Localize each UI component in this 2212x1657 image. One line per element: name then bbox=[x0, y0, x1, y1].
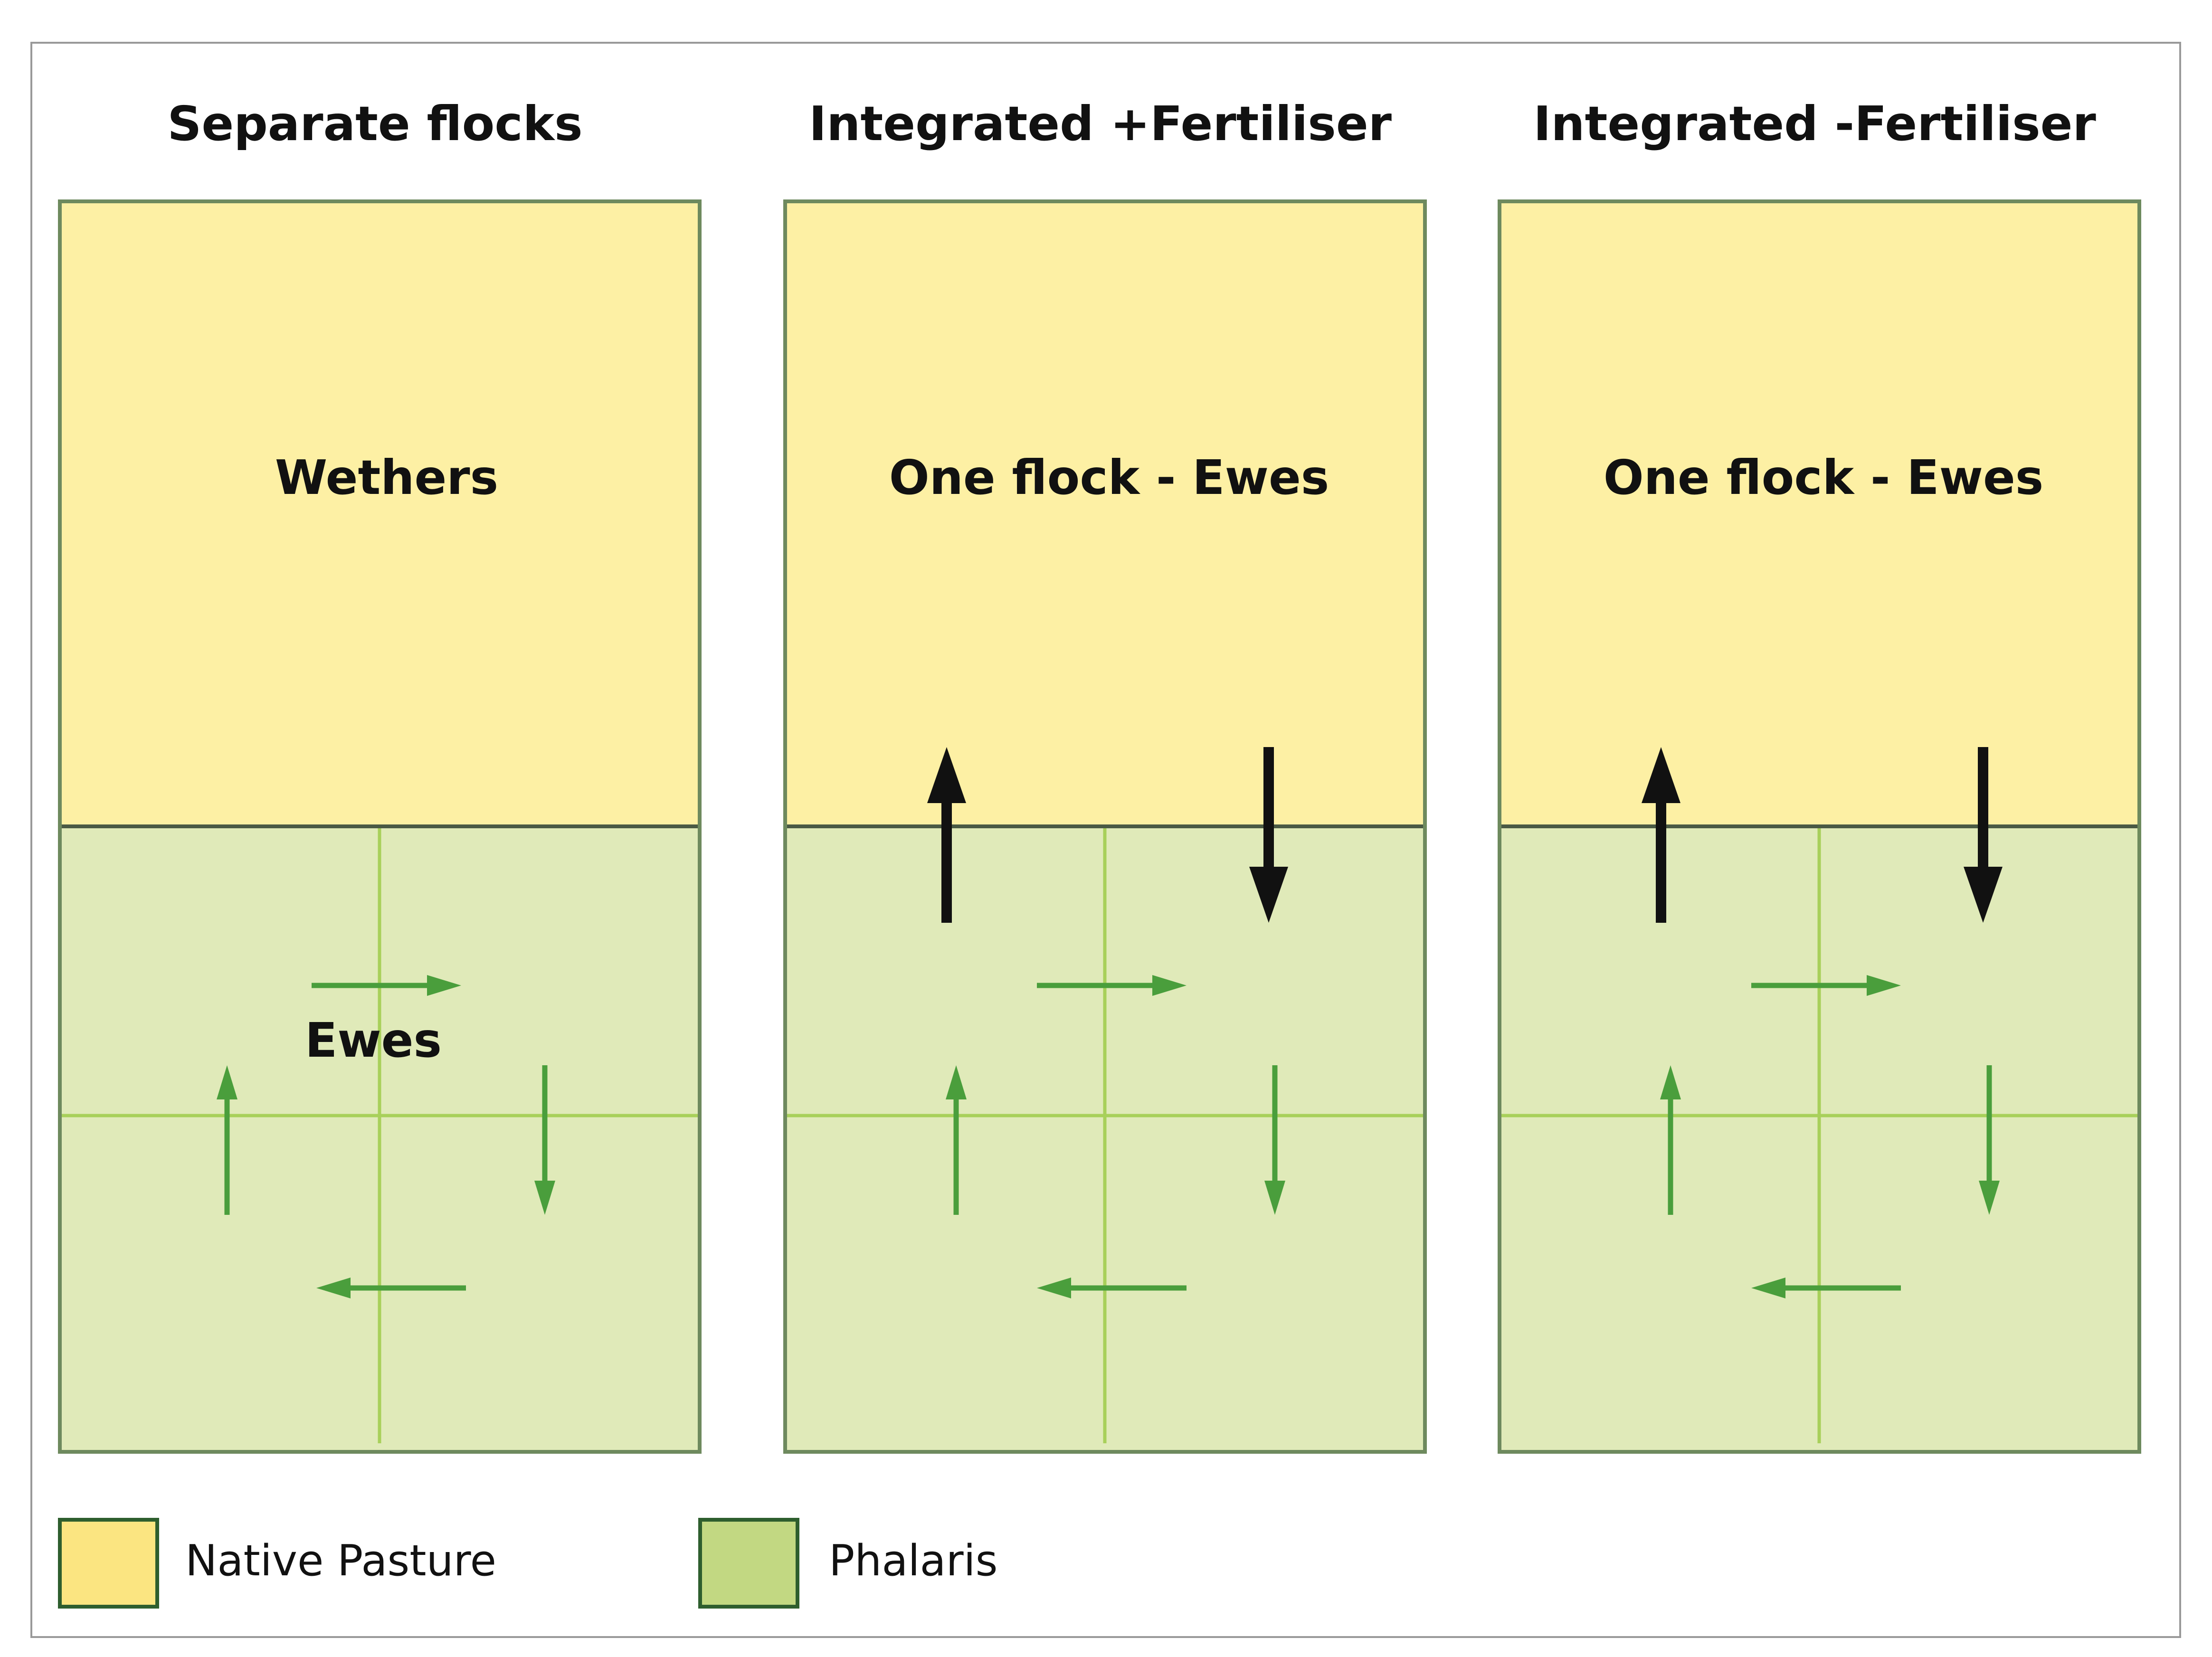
panel-title: Integrated -Fertiliser bbox=[1533, 96, 2096, 151]
rotation-arrow-left bbox=[1037, 1278, 1187, 1298]
rotation-arrow-right bbox=[1751, 975, 1901, 996]
native-pasture-area bbox=[60, 201, 700, 826]
legend-label: Native Pasture bbox=[185, 1536, 496, 1586]
legend-item-2: Phalaris bbox=[698, 1518, 998, 1609]
rotation-arrow-down bbox=[1264, 1065, 1285, 1215]
panel-title: Separate flocks bbox=[167, 96, 582, 151]
legend-swatch bbox=[58, 1518, 159, 1609]
rotation-arrow-right bbox=[312, 975, 461, 996]
legend-label: Phalaris bbox=[829, 1536, 998, 1586]
flock-arrow-up bbox=[927, 747, 966, 923]
native-pasture-area bbox=[1500, 201, 2139, 826]
rotation-arrow-down bbox=[1979, 1065, 2000, 1215]
native-pasture-area bbox=[785, 201, 1425, 826]
native-pasture-label: Wethers bbox=[275, 450, 498, 505]
flock-arrow-up bbox=[1642, 747, 1680, 923]
rotation-arrow-left bbox=[316, 1278, 466, 1298]
rotation-arrow-left bbox=[1751, 1278, 1901, 1298]
native-pasture-label: One flock - Ewes bbox=[889, 450, 1329, 505]
panel-title: Integrated +Fertiliser bbox=[809, 96, 1392, 151]
rotation-arrow-up bbox=[217, 1065, 237, 1215]
rotation-arrow-up bbox=[1660, 1065, 1681, 1215]
rotation-arrow-down bbox=[534, 1065, 555, 1215]
flock-arrow-down bbox=[1249, 747, 1288, 923]
native-pasture-label: One flock - Ewes bbox=[1604, 450, 2044, 505]
rotation-arrow-right bbox=[1037, 975, 1187, 996]
phalaris-label: Ewes bbox=[305, 1013, 442, 1068]
legend-item-1: Native Pasture bbox=[58, 1518, 496, 1609]
panel-border bbox=[58, 199, 702, 1454]
flock-arrow-down bbox=[1964, 747, 2003, 923]
panel-border bbox=[783, 199, 1427, 1454]
rotation-arrow-up bbox=[946, 1065, 967, 1215]
panel-border bbox=[1498, 199, 2141, 1454]
legend-swatch bbox=[698, 1518, 799, 1609]
